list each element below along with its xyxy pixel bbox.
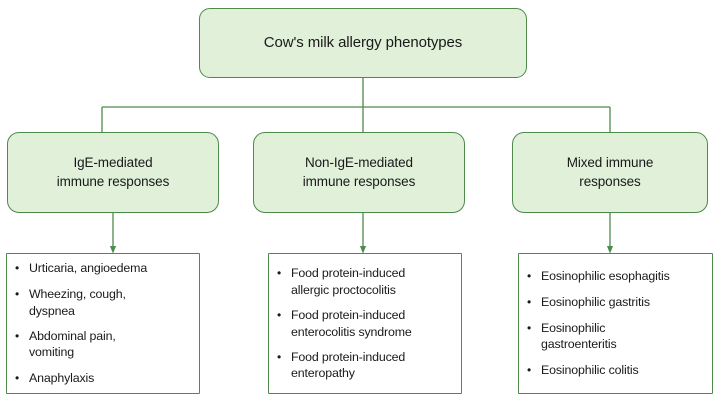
list-item-label: Food protein-induced allergic proctocoli… xyxy=(291,266,406,297)
bullet-icon: • xyxy=(527,362,532,377)
list-item: • Wheezing, cough, dyspnea xyxy=(15,286,193,319)
list-item-label: Food protein-induced enteropathy xyxy=(291,349,406,381)
list-item: • Food protein-induced enteropathy xyxy=(277,349,455,382)
list-box-mixed-immune: • Eosinophilic esophagitis • Eosinophili… xyxy=(518,253,713,394)
bullet-icon: • xyxy=(527,269,532,284)
list-item-label: Food protein-induced enterocolitis syndr… xyxy=(291,308,412,339)
branch-node-label: IgE-mediated immune responses xyxy=(56,154,170,189)
list-item-label: Eosinophilic esophagitis xyxy=(541,269,670,284)
list-item-label: Anaphylaxis xyxy=(29,370,95,385)
list-box-ige-mediated: • Urticaria, angioedema • Wheezing, coug… xyxy=(6,253,200,394)
branch-node-non-ige-mediated: Non-IgE-mediated immune responses xyxy=(253,132,465,213)
bullet-icon: • xyxy=(527,321,532,336)
list-item-label: Eosinophilic gastroenteritis xyxy=(541,321,617,352)
bullet-icon: • xyxy=(15,287,20,302)
list-item: • Eosinophilic gastroenteritis xyxy=(527,320,706,353)
list-item: • Eosinophilic esophagitis xyxy=(527,268,706,285)
list-item-label: Eosinophilic colitis xyxy=(541,362,639,377)
list-item-label: Abdominal pain, vomiting xyxy=(29,329,116,360)
list-item-label: Eosinophilic gastritis xyxy=(541,295,650,310)
branch-node-mixed-immune: Mixed immune responses xyxy=(512,132,708,213)
list-item: • Anaphylaxis xyxy=(15,370,193,387)
bullet-icon: • xyxy=(527,295,532,310)
branch-node-label: Mixed immune responses xyxy=(566,154,654,189)
list-item: • Food protein-induced allergic proctoco… xyxy=(277,265,455,298)
list-item: • Abdominal pain, vomiting xyxy=(15,328,193,361)
bullet-icon: • xyxy=(277,349,282,364)
bullet-icon: • xyxy=(277,308,282,323)
list-item: • Food protein-induced enterocolitis syn… xyxy=(277,307,455,340)
branch-node-label: Non-IgE-mediated immune responses xyxy=(302,154,416,189)
bullet-icon: • xyxy=(15,329,20,343)
bullet-icon: • xyxy=(277,266,282,281)
root-node-label: Cow's milk allergy phenotypes xyxy=(263,33,463,51)
list-item: • Eosinophilic colitis xyxy=(527,362,706,379)
list-box-non-ige-mediated: • Food protein-induced allergic proctoco… xyxy=(268,253,462,394)
bullet-icon: • xyxy=(15,370,20,385)
list-item-label: Wheezing, cough, dyspnea xyxy=(29,287,126,318)
branch-node-ige-mediated: IgE-mediated immune responses xyxy=(7,132,219,213)
bullet-icon: • xyxy=(15,261,20,276)
root-node: Cow's milk allergy phenotypes xyxy=(199,8,527,78)
list-item: • Eosinophilic gastritis xyxy=(527,294,706,311)
list-item: • Urticaria, angioedema xyxy=(15,260,193,277)
list-item-label: Urticaria, angioedema xyxy=(29,261,148,276)
